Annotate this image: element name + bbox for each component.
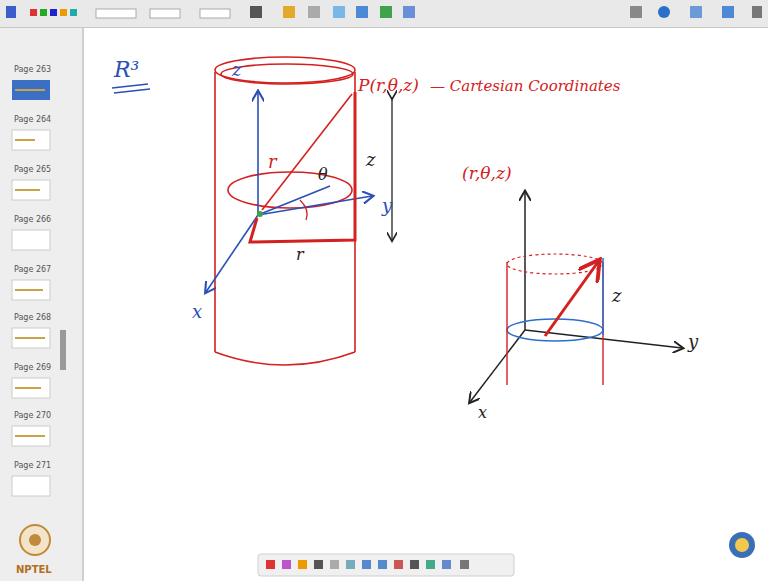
page-label: Page 268 — [14, 314, 51, 323]
axis-label: y — [382, 196, 392, 216]
coordinate-triple: (r,θ,z) — [462, 164, 512, 183]
page-label: Page 265 — [14, 166, 51, 175]
page-label: Page 271 — [14, 462, 51, 471]
axis-label: y — [688, 332, 698, 352]
page-label: Page 263 — [14, 66, 51, 75]
angle-label: θ — [318, 166, 328, 184]
small-figure — [470, 192, 682, 402]
origin-dot — [257, 211, 263, 217]
radius-label: r — [268, 152, 277, 172]
page-panel — [0, 28, 84, 581]
note-text: — Cartesian Coordinates — [430, 78, 620, 95]
page-label: Page 264 — [14, 116, 51, 125]
radius-label: r — [296, 246, 304, 264]
underline — [112, 84, 150, 93]
page-label: Page 269 — [14, 364, 51, 373]
page-label: Page 270 — [14, 412, 51, 421]
page-label: Page 266 — [14, 216, 51, 225]
axis-label: x — [192, 302, 202, 322]
axis-label: z — [232, 60, 241, 80]
height-label: z — [612, 286, 621, 306]
top-toolbar — [0, 0, 768, 28]
position-lines — [250, 92, 355, 242]
axis-label: x — [478, 404, 487, 422]
logo — [20, 525, 755, 558]
logo-text: NPTEL — [16, 564, 52, 575]
page-label: Page 267 — [14, 266, 51, 275]
height-label: z — [366, 150, 375, 170]
point-label: P(r,θ,z) — [358, 76, 419, 95]
space-label: R³ — [114, 58, 139, 82]
bottom-toolbar — [258, 554, 514, 576]
height-arrow — [391, 98, 392, 240]
axes — [206, 92, 372, 292]
